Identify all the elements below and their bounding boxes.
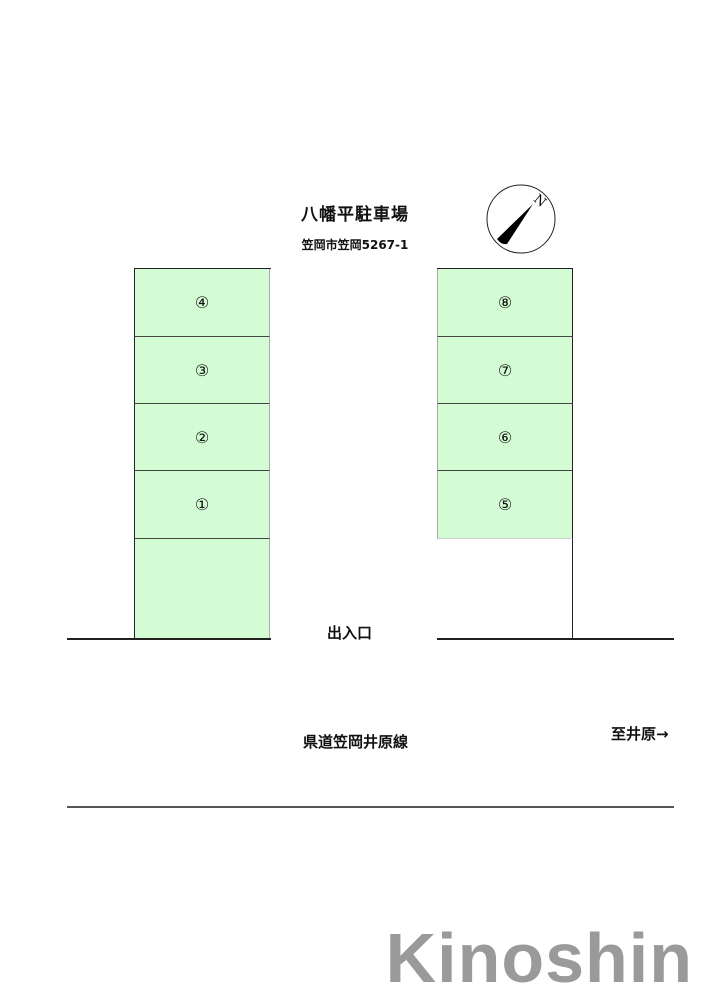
parking-stall-2[interactable]: ② bbox=[134, 404, 270, 471]
north-arrow-icon: N bbox=[486, 184, 556, 254]
frontage-line-left bbox=[67, 638, 271, 640]
parking-stall-4[interactable]: ④ bbox=[134, 269, 270, 337]
lot-title: 八幡平駐車場 bbox=[301, 205, 409, 225]
lot-top-edge-left bbox=[134, 268, 271, 269]
compass: N bbox=[485, 183, 559, 257]
road-far-edge bbox=[67, 806, 674, 808]
blank-area bbox=[134, 539, 270, 639]
parking-stall-3[interactable]: ③ bbox=[134, 337, 270, 404]
lot-top-edge-right bbox=[437, 268, 573, 269]
direction-label: 至井原→ bbox=[611, 725, 669, 743]
parking-stall-6[interactable]: ⑥ bbox=[437, 404, 573, 471]
parking-stall-5[interactable]: ⑤ bbox=[437, 471, 573, 539]
parking-stall-7[interactable]: ⑦ bbox=[437, 337, 573, 404]
lot-address: 笠岡市笠岡5267-1 bbox=[301, 238, 409, 252]
entrance-label: 出入口 bbox=[327, 624, 373, 642]
parking-stall-1[interactable]: ① bbox=[134, 471, 270, 539]
frontage-line-right bbox=[437, 638, 674, 640]
parking-stall-8[interactable]: ⑧ bbox=[437, 269, 573, 337]
brand-watermark: Kinoshin bbox=[385, 919, 693, 997]
road-name: 県道笠岡井原線 bbox=[303, 733, 409, 751]
